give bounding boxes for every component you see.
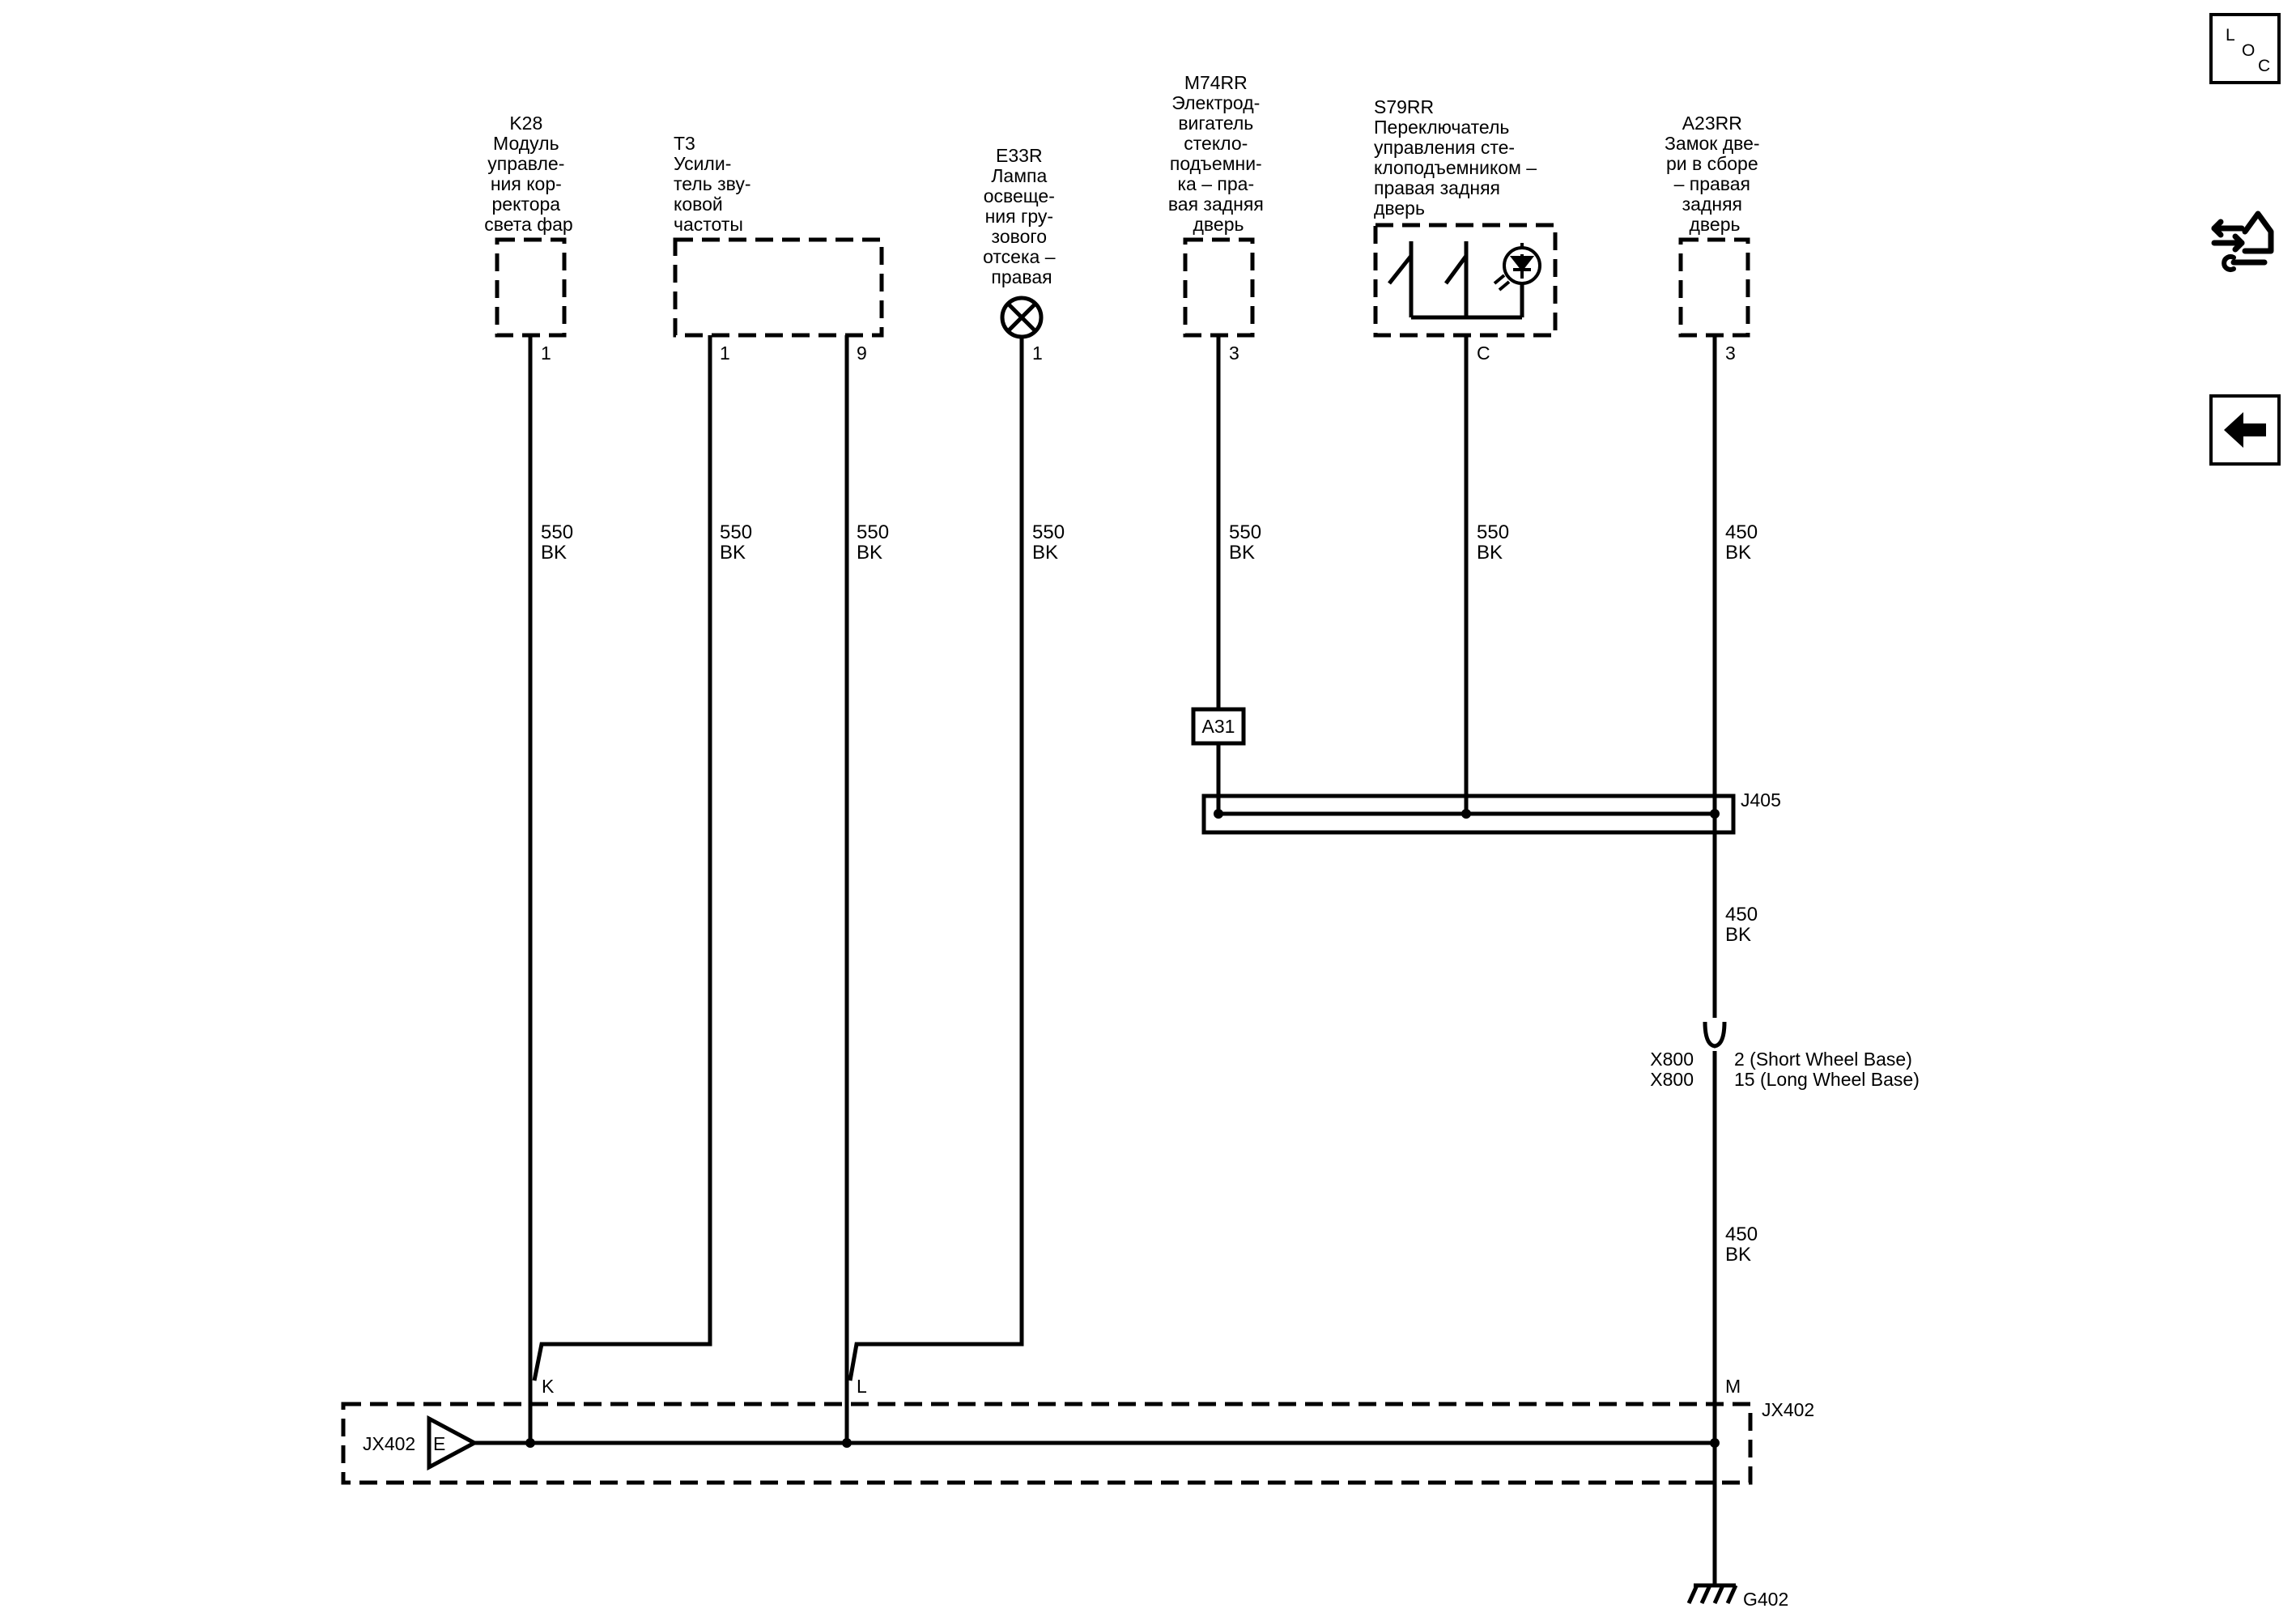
component-label-k28: K28 Модуль управле- ния кор- ректора све… — [484, 113, 572, 235]
component-label-s79rr: S79RR Переключатель управления сте- клоп… — [1374, 96, 1541, 219]
location-icon-letter: O — [2242, 41, 2256, 60]
location-icon-letter: L — [2226, 26, 2235, 45]
connector-a31 — [1191, 707, 1246, 746]
pin-label: E — [433, 1433, 445, 1454]
splice-jx402 — [341, 1402, 1753, 1485]
component-label-a23rr: A23RR Замок две- ри в сборе – правая зад… — [1665, 113, 1765, 235]
connector-view-button[interactable] — [2209, 204, 2281, 282]
wire-label: 450 — [1725, 904, 1758, 926]
pin-label: 9 — [857, 343, 867, 364]
connector-a31-label: A31 — [1202, 716, 1235, 737]
wire-label: 550 — [541, 521, 573, 543]
splice-jx402-label-left: JX402 — [363, 1433, 415, 1454]
pin-label: C — [1477, 343, 1490, 364]
pin-label: 1 — [1032, 343, 1043, 364]
wire-label: 550 — [720, 521, 752, 543]
splice-dot — [842, 1438, 852, 1448]
led-indicator-icon — [1493, 243, 1541, 291]
splice-dot — [1710, 1438, 1720, 1448]
connector-x800-name: X800 — [1650, 1069, 1694, 1090]
connector-x800-icon — [1703, 1021, 1727, 1049]
wire-label: BK — [541, 542, 567, 564]
pin-label: 1 — [720, 343, 730, 364]
wire-label: BK — [1477, 542, 1503, 564]
wire-label: 450 — [1725, 1223, 1758, 1245]
component-label-t3: T3 Усили- тель зву- ковой частоты — [674, 133, 756, 235]
wire-t3-1 — [532, 335, 712, 1381]
wire-label: BK — [1229, 542, 1255, 564]
back-arrow-icon — [2224, 412, 2266, 448]
component-box-k28 — [495, 237, 567, 338]
ground-label: G402 — [1743, 1589, 1788, 1610]
component-box-t3 — [673, 237, 884, 338]
wire-label: BK — [857, 542, 882, 564]
connector-x800-name: X800 — [1650, 1049, 1694, 1070]
wire-label: BK — [1725, 542, 1751, 564]
location-icon-letter: C — [2258, 57, 2271, 75]
wire-label: 550 — [857, 521, 889, 543]
back-button[interactable] — [2209, 394, 2281, 466]
wire-label: BK — [720, 542, 746, 564]
splice-dot — [1710, 809, 1720, 819]
pin-label: K — [542, 1376, 555, 1397]
pin-label: M — [1725, 1376, 1741, 1397]
pin-label: 3 — [1229, 343, 1239, 364]
connector-view-icon — [2211, 211, 2274, 272]
connector-x800-pin: 2 (Short Wheel Base) — [1734, 1049, 1912, 1070]
splice-dot — [1461, 809, 1471, 819]
wire-label: 450 — [1725, 521, 1758, 543]
splice-j405 — [1201, 794, 1736, 835]
wire-label: 550 — [1477, 521, 1509, 543]
pin-label: L — [857, 1376, 867, 1397]
pin-label: 3 — [1725, 343, 1736, 364]
wire-e33r — [848, 337, 1024, 1381]
splice-j405-label: J405 — [1741, 789, 1781, 811]
component-label-m74rr: M74RR Электрод- вигатель стекло- подъемн… — [1168, 72, 1269, 235]
component-box-m74rr — [1183, 237, 1255, 338]
component-label-e33r: E33R Лампа освеще- ния гру- зового отсек… — [983, 145, 1061, 287]
switch-icon — [1388, 241, 1524, 320]
pin-label: 1 — [541, 343, 551, 364]
wire-label: BK — [1725, 924, 1751, 946]
ground-icon — [1686, 1583, 1738, 1605]
connector-e-icon — [427, 1415, 479, 1471]
splice-dot — [525, 1438, 535, 1448]
component-box-a23rr — [1678, 237, 1750, 338]
wire-label: 550 — [1229, 521, 1261, 543]
wire-label: 550 — [1032, 521, 1065, 543]
wire-label: BK — [1725, 1244, 1751, 1266]
location-button[interactable]: L O C — [2209, 13, 2281, 84]
splice-jx402-label-right: JX402 — [1762, 1399, 1814, 1420]
splice-dot — [1214, 809, 1223, 819]
wire-label: BK — [1032, 542, 1058, 564]
lamp-icon — [1000, 296, 1044, 339]
connector-x800-pin: 15 (Long Wheel Base) — [1734, 1069, 1920, 1090]
